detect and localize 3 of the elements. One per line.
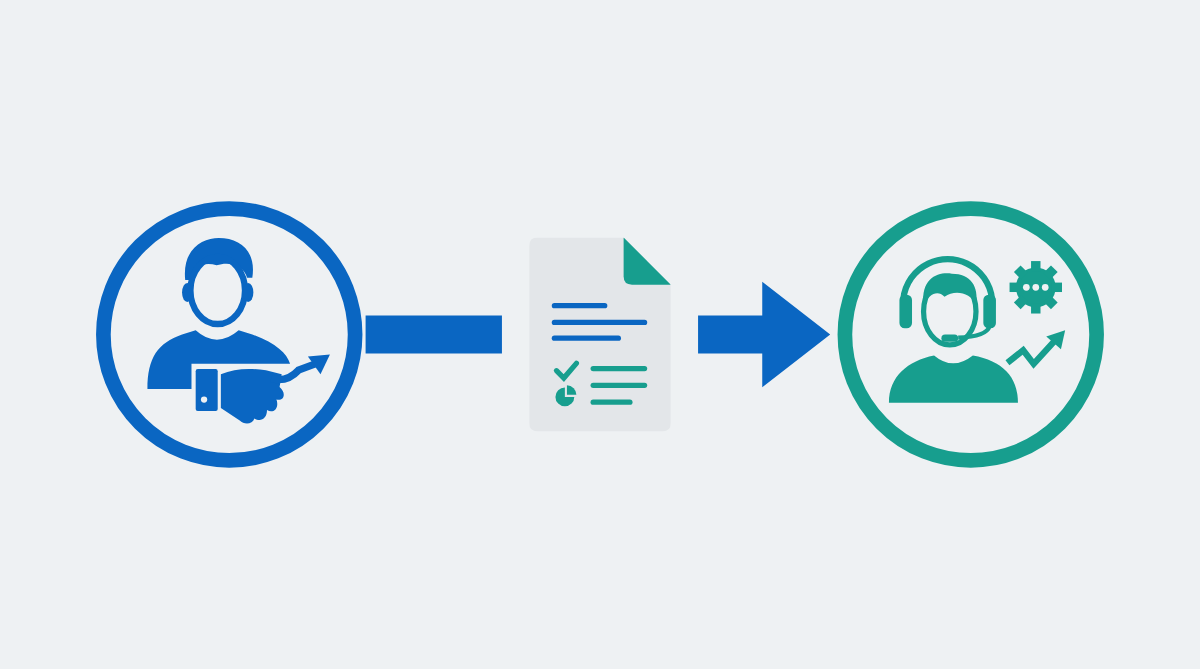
connector-bar [365, 315, 502, 354]
document-icon [529, 237, 671, 432]
arrow [698, 281, 831, 388]
